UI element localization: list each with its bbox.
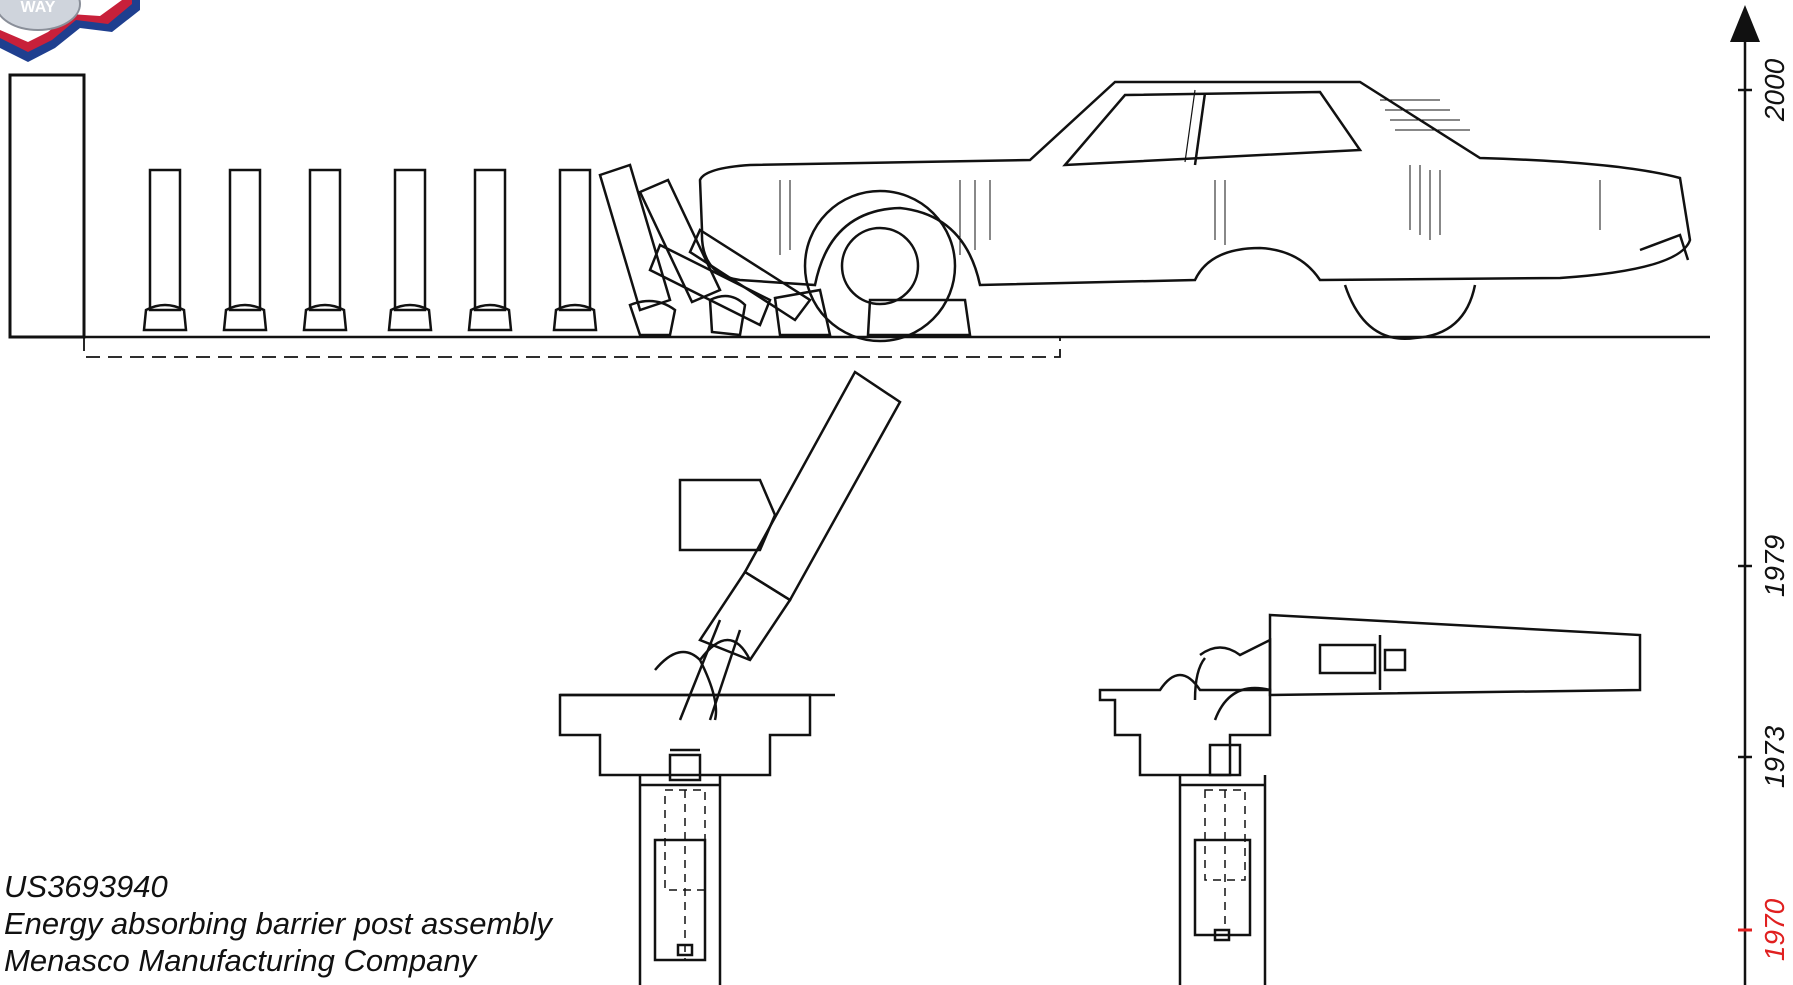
detail-flattened-post-hidden — [1204, 789, 1246, 930]
logo: WAY — [0, 0, 140, 62]
patent-number: US3693940 — [4, 869, 168, 904]
timeline-tick-1979: 1979 — [1738, 535, 1790, 597]
deflected-posts — [598, 163, 972, 337]
barrier-post — [302, 168, 348, 332]
patent-caption: US3693940 Energy absorbing barrier post … — [4, 868, 552, 979]
detail-tilted-post-hidden — [664, 789, 706, 960]
car — [698, 80, 1692, 343]
patent-title: Energy absorbing barrier post assembly — [4, 906, 552, 941]
barrier-post — [552, 168, 598, 332]
detail-tilted-post — [558, 370, 902, 985]
timeline-label-2000: 2000 — [1759, 58, 1790, 122]
timeline-tick-2000: 2000 — [1738, 58, 1790, 122]
timeline-tick-1973: 1973 — [1738, 725, 1790, 788]
upright-posts — [142, 168, 598, 332]
barrier-post — [467, 168, 513, 332]
barrier-wall — [8, 73, 86, 339]
barrier-post — [222, 168, 268, 332]
detail-flattened-post — [1098, 613, 1642, 985]
timeline-tick-1970: 1970 — [1738, 898, 1790, 961]
barrier-post — [142, 168, 188, 332]
timeline: 2000 1979 1973 1970 — [1730, 5, 1790, 985]
timeline-arrow-icon — [1730, 5, 1760, 42]
logo-text: WAY — [21, 0, 56, 16]
patent-company: Menasco Manufacturing Company — [4, 943, 477, 978]
timeline-label-1970: 1970 — [1759, 898, 1790, 961]
barrier-post — [387, 168, 433, 332]
timeline-label-1979: 1979 — [1759, 535, 1790, 597]
car-hatching — [779, 99, 1601, 255]
timeline-label-1973: 1973 — [1759, 725, 1790, 788]
ground — [83, 335, 1710, 358]
